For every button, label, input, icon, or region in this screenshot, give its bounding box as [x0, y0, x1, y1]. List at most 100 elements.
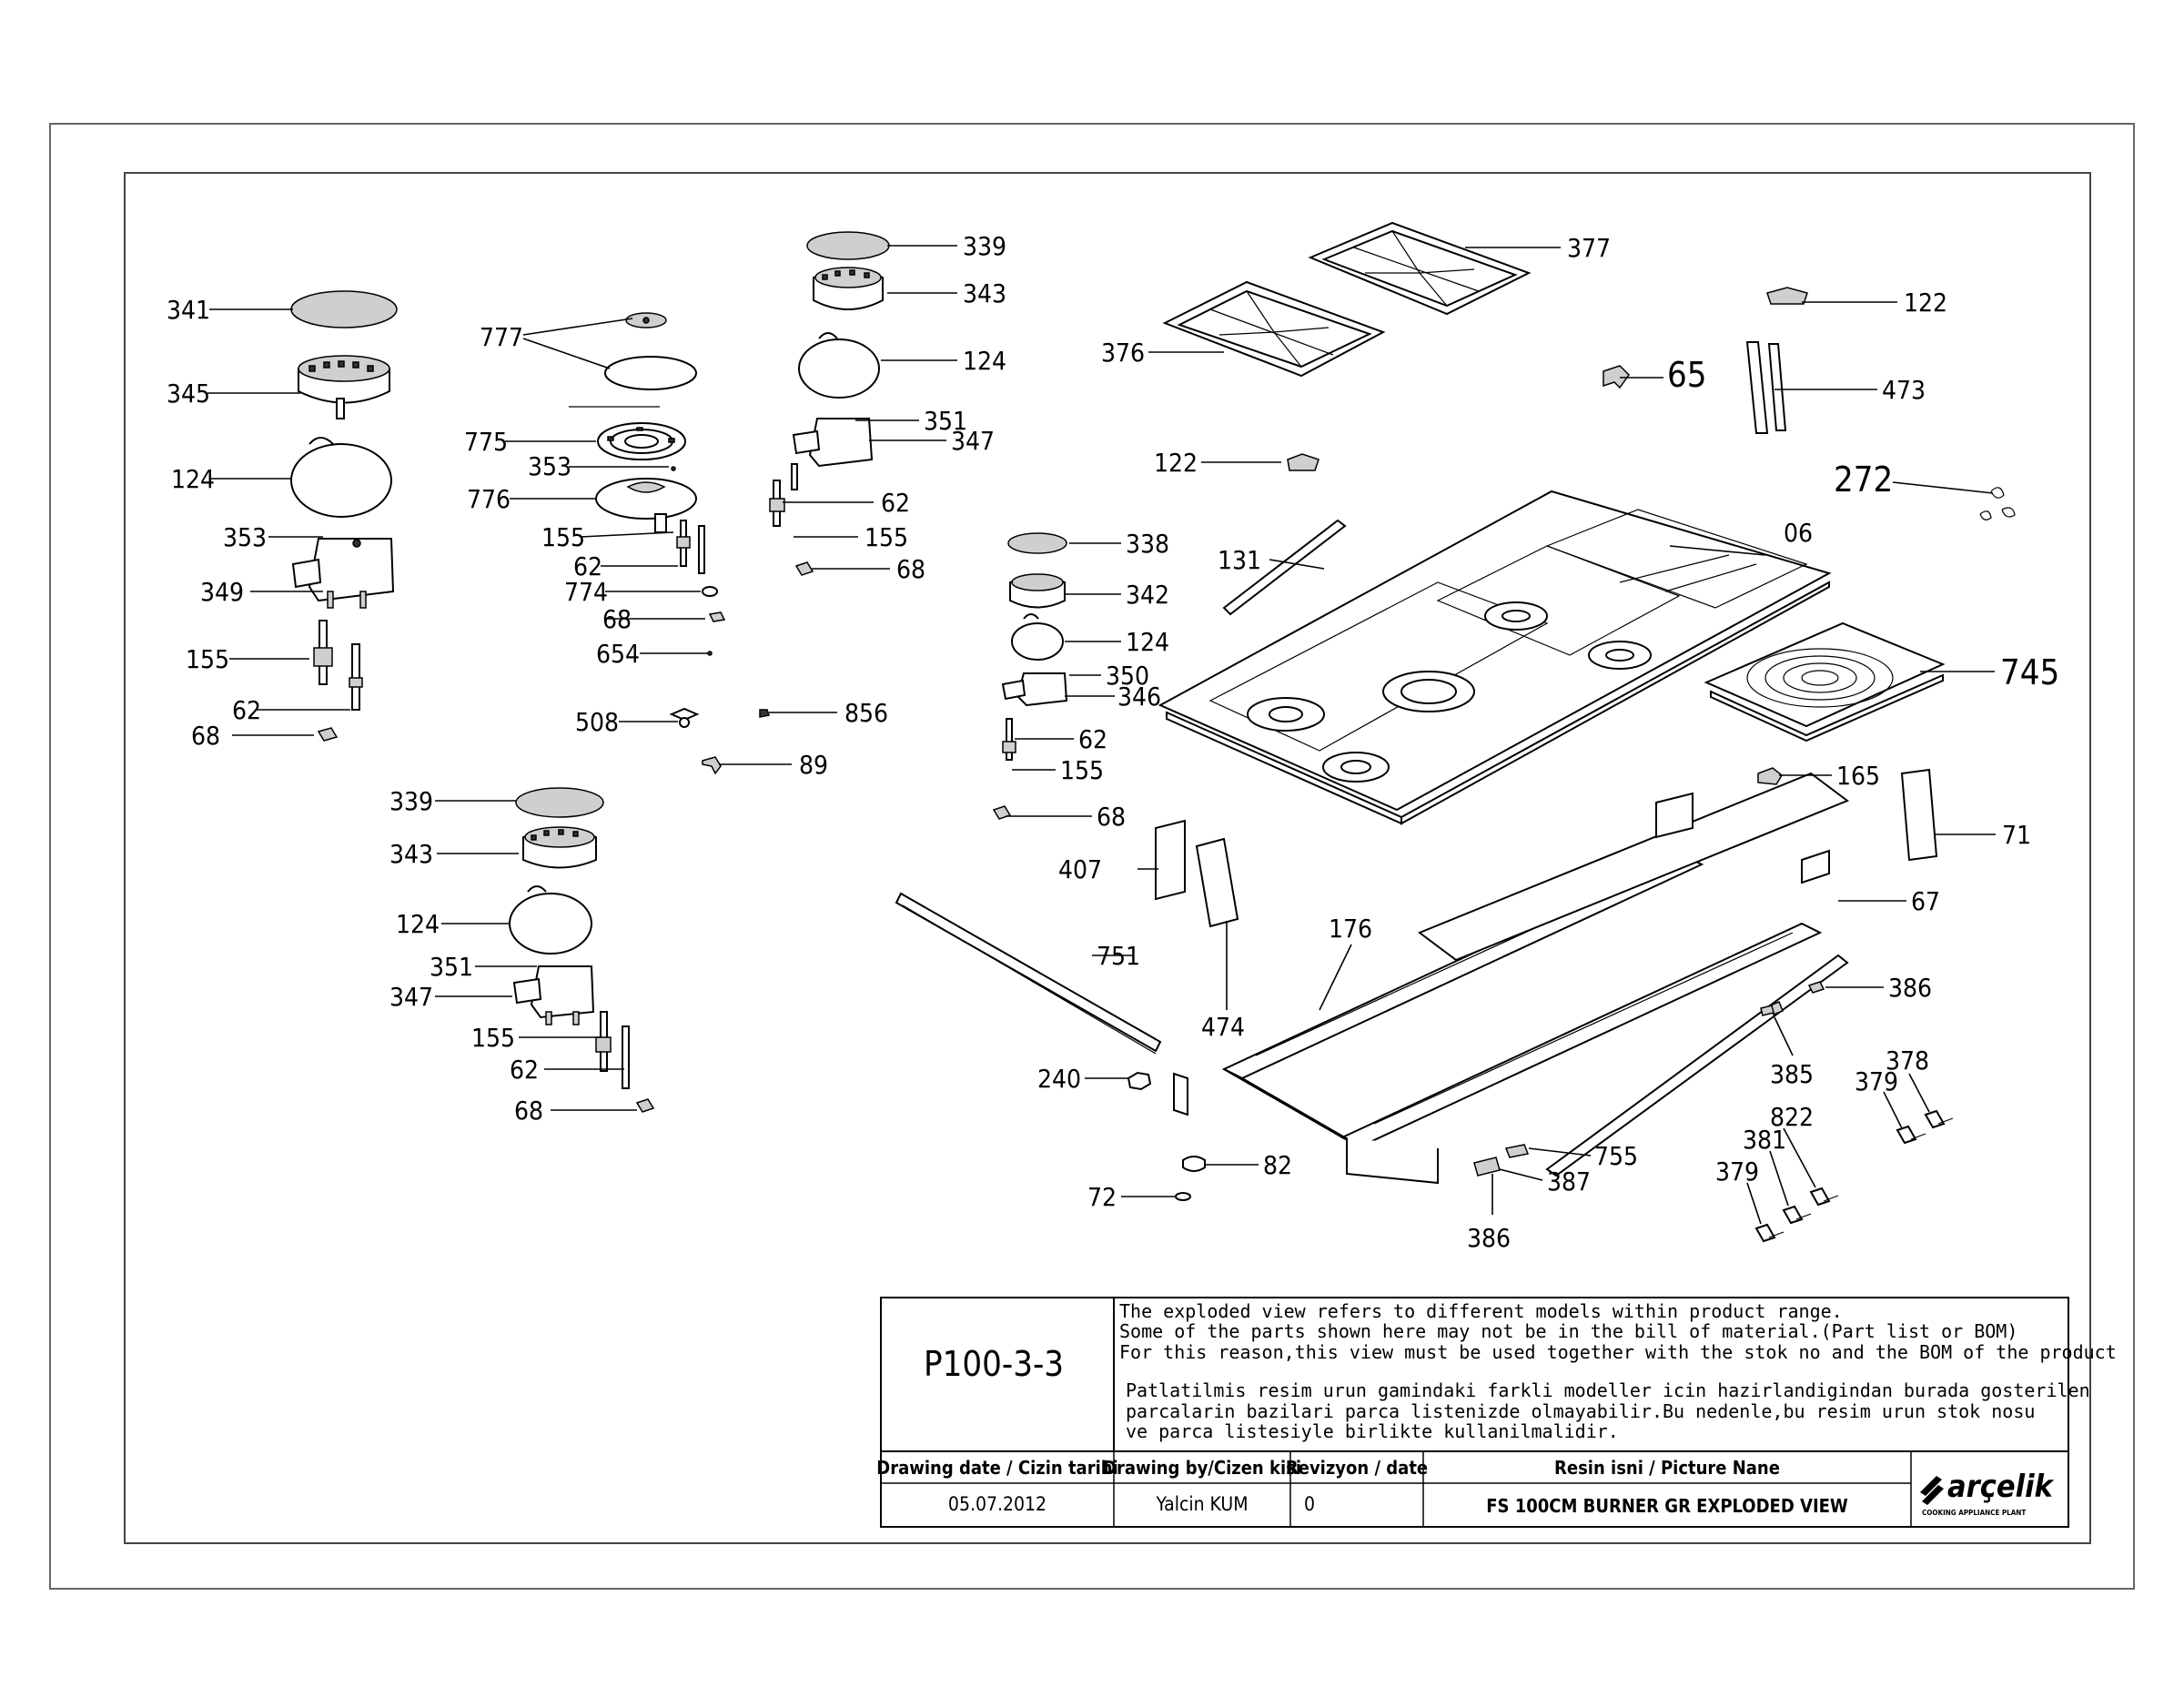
part-65-bracket — [1603, 365, 1630, 389]
label-68c: 68 — [896, 554, 925, 584]
inner-frame — [124, 172, 2091, 1544]
label-68b: 68 — [602, 604, 632, 634]
label-378: 378 — [1886, 1046, 1929, 1076]
label-508: 508 — [575, 707, 619, 737]
label-342: 342 — [1126, 580, 1169, 610]
part-122-top-right — [1766, 287, 1808, 305]
label-376: 376 — [1101, 338, 1145, 368]
outer-frame — [49, 123, 2135, 1590]
label-165: 165 — [1836, 761, 1880, 791]
label-62d: 62 — [510, 1055, 539, 1085]
label-654: 654 — [596, 639, 640, 669]
part-473-support — [1745, 341, 1787, 434]
label-751: 751 — [1097, 941, 1140, 971]
leader-lines — [207, 245, 1996, 1225]
label-347: 347 — [951, 426, 995, 456]
label-272: 272 — [1834, 460, 1893, 500]
date-header: Drawing date / Cizin tarihi — [876, 1457, 1117, 1479]
label-240: 240 — [1037, 1064, 1081, 1094]
part-272-clips — [1979, 487, 2016, 520]
label-385: 385 — [1770, 1059, 1814, 1089]
gas-taps-group — [1754, 1109, 1954, 1243]
label-155c: 155 — [864, 522, 908, 552]
label-155e: 155 — [1060, 755, 1104, 785]
label-68e: 68 — [1097, 802, 1126, 832]
part-165-clip — [1757, 767, 1783, 785]
label-387: 387 — [1547, 1167, 1591, 1197]
arcelik-logo: arçelik COOKING APPLIANCE PLANT — [1920, 1469, 2055, 1517]
label-68: 68 — [191, 721, 220, 751]
revision-header: Revizyon / date — [1286, 1457, 1428, 1479]
note-tr-line-1: Patlatilmis resim urun gamindaki farkli … — [1126, 1379, 2090, 1401]
note-en-line-3: For this reason,this view must be used t… — [1119, 1341, 2117, 1363]
label-351b: 351 — [430, 952, 473, 982]
part-751-cross-rail — [895, 892, 1162, 1053]
label-124d: 124 — [1126, 627, 1169, 657]
label-124b: 124 — [963, 346, 1006, 376]
label-131: 131 — [1218, 545, 1261, 575]
part-71-bracket — [1900, 768, 1938, 862]
note-tr-line-2: parcalarin bazilari parca listenizde olm… — [1126, 1400, 2035, 1422]
label-339: 339 — [963, 231, 1006, 261]
label-377: 377 — [1567, 233, 1611, 263]
label-386b: 386 — [1467, 1223, 1511, 1253]
left-large-burner-assembly — [290, 290, 398, 742]
label-379b: 379 — [1715, 1157, 1759, 1187]
logo-subtitle: COOKING APPLIANCE PLANT — [1922, 1509, 2026, 1517]
label-124: 124 — [171, 464, 215, 494]
label-339b: 339 — [389, 786, 433, 816]
revision-value: 0 — [1304, 1493, 1315, 1515]
label-775: 775 — [464, 427, 508, 457]
part-407-plate — [1155, 819, 1186, 901]
part-751-rail-lower — [902, 904, 1157, 1055]
picture-name-header: Resin isni / Picture Nane — [1554, 1457, 1780, 1479]
label-474: 474 — [1201, 1012, 1245, 1042]
label-176: 176 — [1329, 914, 1372, 944]
label-155d: 155 — [471, 1023, 515, 1053]
label-774: 774 — [564, 577, 608, 607]
label-62: 62 — [232, 695, 261, 725]
label-745: 745 — [2000, 652, 2059, 692]
label-381: 381 — [1743, 1125, 1786, 1155]
label-155b: 155 — [541, 522, 585, 552]
pan-support-grate-377 — [1308, 221, 1532, 316]
label-351: 351 — [924, 406, 967, 436]
label-822: 822 — [1770, 1102, 1814, 1132]
label-349: 349 — [200, 577, 244, 607]
drawn-by-value: Yalcin KUM — [1155, 1493, 1248, 1515]
part-72-washer — [1175, 1192, 1191, 1201]
label-72: 72 — [1087, 1182, 1117, 1212]
middle-dual-burner-assembly — [569, 312, 770, 775]
label-347b: 347 — [389, 982, 433, 1012]
label-68d: 68 — [514, 1096, 543, 1126]
part-240-nut — [1127, 1071, 1152, 1091]
label-89: 89 — [799, 750, 828, 780]
center-small-burner-assembly — [992, 532, 1068, 820]
label-62e: 62 — [1078, 724, 1107, 754]
part-labels: 341 345 124 353 349 155 62 68 777 775 35… — [167, 231, 2059, 1253]
note-tr-line-3: ve parca listesiyle birlikte kullanilmal… — [1126, 1420, 1619, 1442]
label-856: 856 — [844, 698, 888, 728]
label-06: 06 — [1784, 518, 1813, 548]
label-338: 338 — [1126, 529, 1169, 559]
label-62c: 62 — [881, 488, 910, 518]
label-341: 341 — [167, 295, 210, 325]
label-65: 65 — [1667, 355, 1707, 395]
logo-wordmark: arçelik — [1947, 1469, 2055, 1505]
label-777: 777 — [480, 322, 523, 352]
drawing-number: P100-3-3 — [924, 1344, 1064, 1384]
hob-top-panel-06 — [1158, 490, 1832, 825]
part-385-fitting — [1760, 1005, 1774, 1016]
label-122: 122 — [1904, 288, 1947, 318]
label-155: 155 — [186, 644, 229, 674]
label-473: 473 — [1882, 375, 1926, 405]
left-lower-burner-assembly — [509, 787, 655, 1113]
label-82: 82 — [1263, 1150, 1292, 1180]
part-122-middle — [1287, 453, 1320, 471]
label-755: 755 — [1594, 1141, 1638, 1171]
label-122b: 122 — [1154, 448, 1198, 478]
part-387-fitting — [1473, 1157, 1501, 1177]
label-67: 67 — [1911, 886, 1940, 916]
label-124c: 124 — [396, 909, 440, 939]
